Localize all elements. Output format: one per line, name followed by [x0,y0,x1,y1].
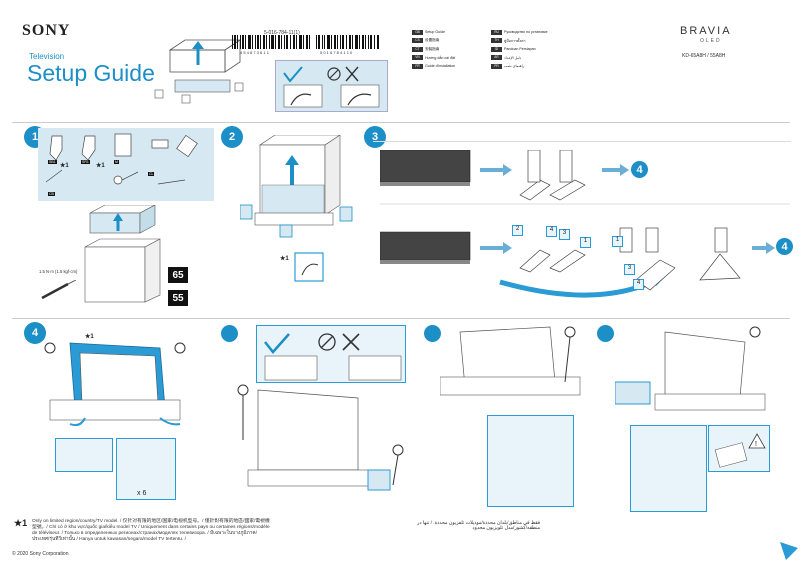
star-mark: ★1 [280,256,289,262]
divider [12,318,790,319]
handling-caution-graphic-2 [264,333,402,381]
tag-m: M [114,160,119,164]
barcode-2 [316,35,379,49]
barcode-1 [232,35,310,49]
stand-attach-illustration [380,150,790,298]
attach-tv-illustration [44,342,186,427]
screw-torque-note: 1.5 N·m {1.5 kgf·cm} [39,269,78,274]
lang-code: CS [412,38,423,44]
tv-unpack-illustration [240,135,353,282]
lang-name: Setup Guide [425,30,445,35]
barcode-2-text: 5 0 1 6 7 8 4 1 1 0 [320,50,353,55]
step-7-marker [597,325,614,342]
handling-caution-box-2 [256,325,406,383]
lang-code: FR [412,63,423,69]
sony-logo: SONY [22,22,71,39]
size-65-badge: 65 [168,267,188,283]
lang-code: CT [412,46,423,52]
lang-code: AR [491,55,502,61]
footnote-text: Only on limited region/country/TV model.… [32,519,270,542]
callout-1: 1 [580,237,591,248]
step-3-header-rule [373,141,791,142]
lift-tv-illustration [237,384,404,491]
lang-code: PR [491,63,502,69]
lang-code: VN [412,55,423,61]
callout-4: 4 [546,226,557,237]
divider [12,122,790,123]
lang-name: 设置指南 [425,38,440,43]
tag-cl: CL [148,172,155,176]
lang-name: دليل الإعداد [504,55,522,60]
star-mark: ★1 [96,163,105,169]
tv-box-illustration [84,205,161,303]
detail-box-screws [116,438,176,500]
oled-logo: OLED [700,38,722,44]
step-4-marker: 4 [24,322,46,344]
count-label: x 6 [137,490,147,497]
tag-cb: CB [48,192,55,196]
footnote-star: ★1 [14,518,28,528]
callout-3: 3 [559,229,570,240]
warning-detail-box: ! [708,425,770,472]
lang-code: GB [412,29,423,35]
star-mark: ★1 [85,334,94,340]
lang-name: Hướng dẫn cài đặt [425,55,455,60]
accessories-illustration [45,133,198,185]
warning-icon: ! [714,433,766,468]
barcode-1-text: 4 5 4 8 7 3 6 1 1 [240,50,269,55]
category-label: Television [29,52,65,61]
corner-mark-icon [780,542,798,560]
step-3-marker: 3 [364,126,386,148]
lang-code: RU [491,29,502,35]
part-number: 5-016-784-11(1) [264,30,300,36]
lang-name: Guide d'installation [425,64,456,69]
page-title: Setup Guide [27,60,155,86]
handling-caution-box [275,60,388,112]
step-6-marker [424,325,441,342]
tv-tilt-illustration [440,326,581,396]
callout-3: 3 [624,264,635,275]
tag-sb1: SB1 [48,160,57,164]
screwdriver-icon [41,280,77,300]
callout-1: 1 [612,236,623,247]
callout-4: 4 [633,279,644,290]
lang-name: คู่มือการตั้งค่า [504,38,526,43]
step-2-marker: 2 [221,126,243,148]
step-5-marker [221,325,238,342]
lang-name: 安裝指南 [425,46,440,51]
tag-sr1: SR1 [81,160,90,164]
stand-detail-box [487,415,574,507]
callout-2: 2 [512,225,523,236]
size-55-badge: 55 [168,290,188,306]
footnote-arabic: فقط في مناطق/بلدان محددة/موديلات تلفزيون… [417,521,540,531]
tv-final-illustration [615,326,766,411]
unboxing-illustration [154,39,244,104]
stand-detail-box-2 [630,425,707,512]
lang-code: ID [491,46,502,52]
model-number: KD-65A8H / 55A8H [682,53,726,59]
lang-name: Руководство по установке [504,30,548,35]
lang-code: TH [491,38,502,44]
copyright: © 2020 Sony Corporation [12,551,69,557]
lang-name: راهنمای نصب [504,64,525,69]
bravia-logo: BRAVIA [680,25,732,37]
goto-step-4-marker: 4 [776,238,793,255]
handling-caution-graphic [283,66,380,108]
goto-step-4-marker: 4 [631,161,648,178]
star-mark: ★1 [60,163,69,169]
lang-name: Panduan Persiapan [504,47,536,52]
svg-text:!: ! [755,441,757,448]
detail-box-left [55,438,113,472]
